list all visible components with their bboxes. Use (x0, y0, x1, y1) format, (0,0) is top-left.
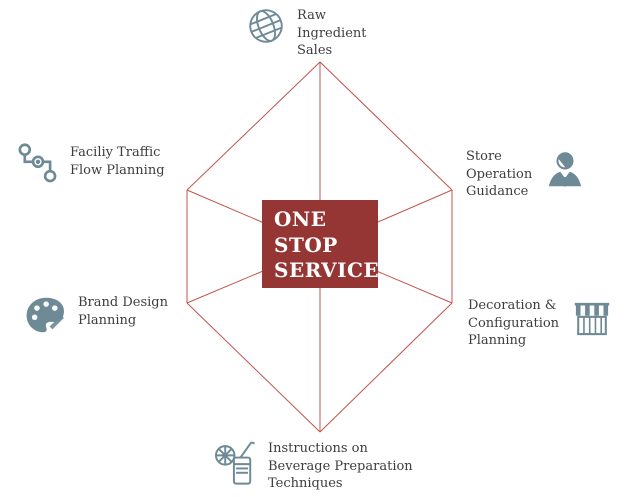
palette-icon (22, 292, 68, 338)
node-label: Store Operation Guidance (466, 149, 533, 200)
node-brand-design-planning: Brand Design Planning (22, 292, 168, 338)
node-label: Instructions on Beverage Preparation Tec… (268, 441, 413, 492)
globe-icon (245, 5, 287, 47)
beverage-icon (212, 438, 258, 488)
node-label: Raw Ingredient Sales (297, 8, 367, 59)
node-facility-traffic-flow-planning: Faciliy Traffic Flow Planning (16, 142, 165, 186)
node-label: Faciliy Traffic Flow Planning (70, 145, 165, 178)
center-title: ONE STOP SERVICE (262, 200, 379, 288)
storefront-icon (569, 295, 615, 341)
node-raw-ingredient-sales: Raw Ingredient Sales (245, 5, 367, 60)
node-store-operation-guidance: Store Operation Guidance (466, 146, 588, 201)
node-label: Brand Design Planning (78, 295, 168, 328)
node-label: Decoration & Configuration Planning (468, 298, 560, 349)
person-icon (542, 146, 588, 192)
flow-icon (16, 142, 60, 186)
node-decoration-configuration-planning: Decoration & Configuration Planning (468, 295, 615, 350)
node-beverage-preparation: Instructions on Beverage Preparation Tec… (212, 438, 413, 493)
